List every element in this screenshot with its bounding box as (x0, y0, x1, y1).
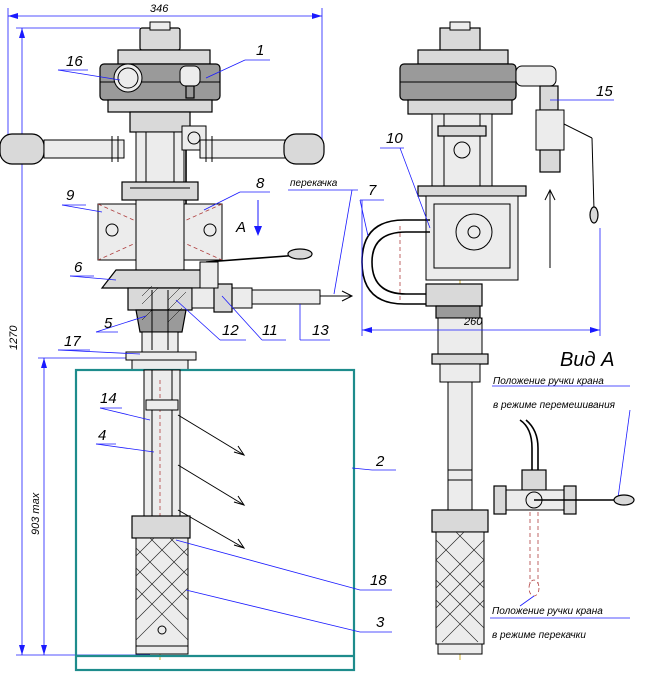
callouts-side: 15 10 7 (359, 83, 614, 237)
view-a: Вид А Положение ручки крана в режиме пер… (490, 349, 635, 641)
label-1: 1 (256, 42, 264, 59)
dim-side-width: 260 (361, 200, 601, 336)
label-4: 4 (98, 427, 106, 444)
right-handle (199, 133, 325, 165)
dim-immersion: 903 max (30, 357, 130, 655)
label-10: 10 (386, 130, 403, 147)
mixing-note-line1: Положение ручки крана (493, 376, 604, 387)
label-6: 6 (74, 259, 83, 276)
pumpover-label: перекачка (290, 178, 338, 189)
side-view: 260 15 10 7 Вид А Положение ручки крана … (359, 21, 635, 660)
label-9: 9 (66, 187, 75, 204)
label-15: 15 (596, 83, 613, 100)
dim-side-width-text: 260 (463, 316, 483, 328)
pumping-note-line2: в режиме перекачки (492, 630, 586, 641)
dim-overall-width: 346 (7, 3, 323, 140)
label-13: 13 (312, 322, 329, 339)
mixing-note-line2: в режиме перемешивания (493, 400, 616, 411)
left-handle (0, 133, 125, 165)
label-11: 11 (262, 322, 278, 339)
label-14: 14 (100, 390, 117, 407)
label-8: 8 (256, 175, 265, 192)
label-7: 7 (368, 182, 377, 199)
side-knurl (435, 531, 485, 643)
callouts-front: 1 16 8 9 6 5 17 12 11 (57, 42, 396, 633)
label-16: 16 (66, 53, 83, 70)
dim-overall-width-text: 346 (150, 3, 169, 15)
label-12: 12 (222, 322, 239, 339)
dim-total-height-text: 1270 (8, 325, 20, 350)
pumping-note-line1: Положение ручки крана (492, 606, 603, 617)
label-5: 5 (104, 315, 113, 332)
tank (74, 368, 356, 672)
front-view: 346 1270 903 max (0, 3, 396, 672)
view-a-title: Вид А (560, 349, 614, 371)
label-17: 17 (64, 333, 81, 350)
knurl-pattern (135, 537, 189, 641)
label-3: 3 (376, 614, 385, 631)
dim-immersion-text: 903 max (30, 492, 42, 535)
label-2: 2 (375, 453, 385, 470)
label-18: 18 (370, 572, 387, 589)
view-a-marker: А (235, 219, 246, 236)
